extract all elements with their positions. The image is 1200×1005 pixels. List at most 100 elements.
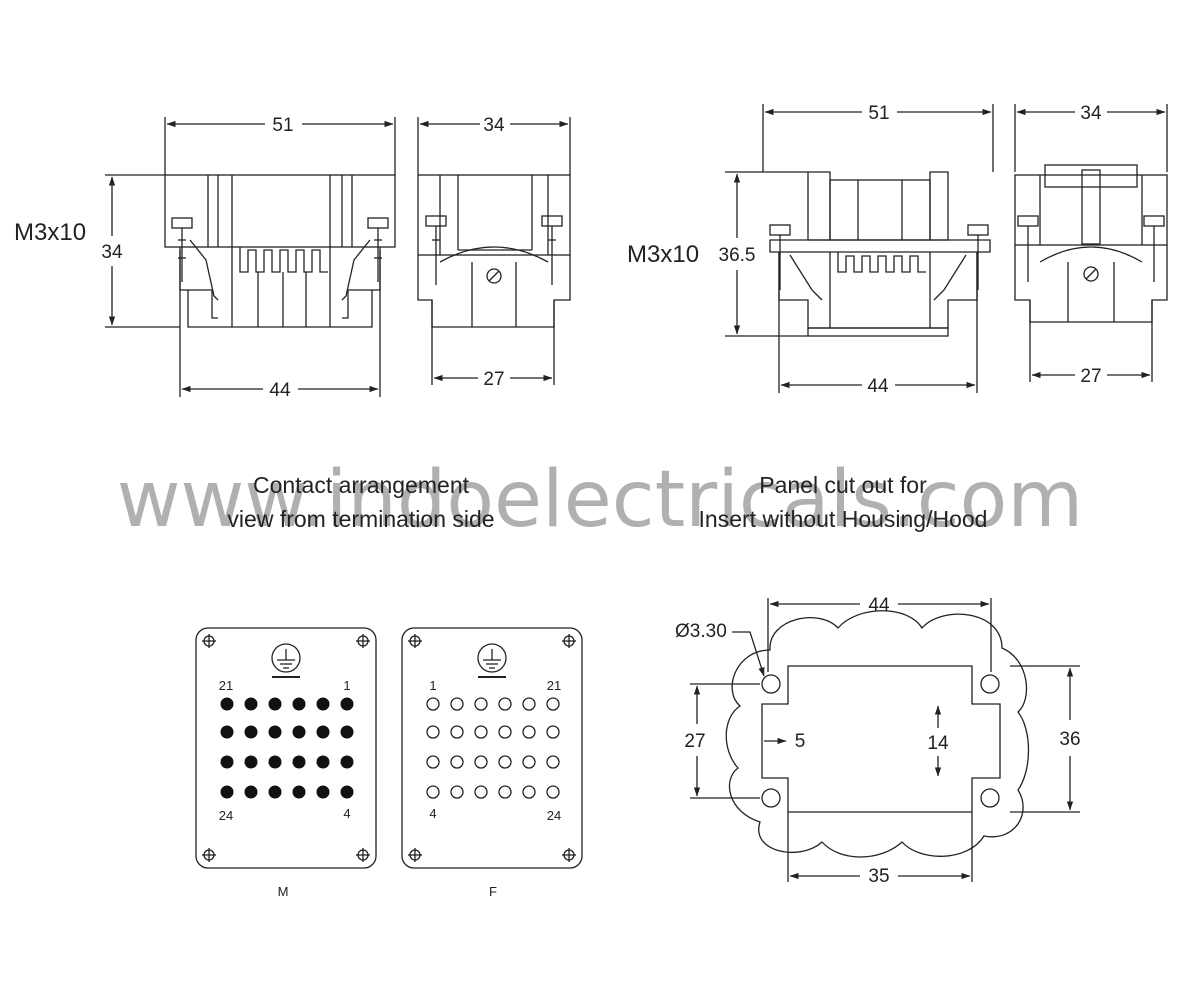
mount-hole [761,788,781,808]
left-front-view [105,117,396,397]
panel-height-27: 27 [684,731,705,752]
contact-pin [292,725,306,739]
contact-pin [316,785,330,799]
left-bottom-width: 44 [269,380,291,401]
contact-pin [340,725,354,739]
male-pin-bottom-left: 24 [219,808,233,823]
left-screw-label: M3x10 [14,219,86,246]
contact-pin [268,755,282,769]
panel-bottom-35: 35 [868,866,889,887]
right-side-bottom-width: 27 [1080,366,1101,387]
contact-pin [220,755,234,769]
contact-pin [498,697,512,711]
contact-pin [522,755,536,769]
contact-pin [474,785,488,799]
mount-hole [980,674,1000,694]
male-pin-grid [220,697,354,799]
right-height: 36.5 [719,245,756,266]
contact-pin [426,785,440,799]
contact-pin [498,755,512,769]
right-side-width: 34 [1080,103,1102,124]
panel-height-36: 36 [1059,729,1080,750]
right-side-view [1014,104,1168,382]
ground-symbol-icon [271,643,301,678]
contact-pin [340,785,354,799]
contact-pin [340,697,354,711]
contact-pin [292,755,306,769]
right-front-view [725,104,994,393]
panel-outline [725,610,1030,858]
contact-pin [268,725,282,739]
contact-pin [474,725,488,739]
contact-pin [426,697,440,711]
contact-pin [546,725,560,739]
panel-caption-line2: Insert without Housing/Hood [699,506,988,532]
panel-cutout [690,598,1080,882]
right-screw-label: M3x10 [627,241,699,268]
contact-pin [220,697,234,711]
female-pin-top-right: 21 [547,678,561,693]
contact-pin [268,697,282,711]
right-bottom-width: 44 [867,376,889,397]
contact-pin [316,755,330,769]
left-side-bottom-width: 27 [483,369,504,390]
hole-spacing: 44 [868,595,890,616]
ground-symbol-icon [477,643,507,678]
contact-pin [220,725,234,739]
contact-pin [268,785,282,799]
contact-pin [244,755,258,769]
contact-pin [292,785,306,799]
male-pin-top-left: 21 [219,678,233,693]
contact-caption-line1: Contact arrangement [253,472,470,498]
contact-pin [316,697,330,711]
mount-hole [980,788,1000,808]
watermark: www.indoelectricals.com [117,455,1084,545]
contact-pin [474,697,488,711]
contact-pin [546,785,560,799]
mount-hole [761,674,781,694]
panel-step-5: 5 [795,731,806,752]
right-top-width: 51 [868,103,889,124]
contact-pin [450,725,464,739]
contact-pin [244,725,258,739]
contact-pin [220,785,234,799]
female-pin-top-left: 1 [429,678,436,693]
female-face-label: F [489,884,497,899]
contact-pin [522,785,536,799]
female-pin-grid [426,697,560,799]
male-face-label: M [278,884,289,899]
panel-caption-line1: Panel cut out for [759,472,927,498]
mount-screw-icon [202,634,370,862]
left-height: 34 [101,242,123,263]
panel-height-14: 14 [927,733,949,754]
contact-pin [522,725,536,739]
female-pin-bottom-right: 24 [547,808,561,823]
left-top-width: 51 [272,115,293,136]
contact-caption-line2: view from termination side [227,506,494,532]
hole-diameter: Ø3.30 [675,621,727,642]
female-pin-bottom-left: 4 [429,806,436,821]
contact-pin [474,755,488,769]
male-pin-top-right: 1 [343,678,350,693]
contact-pin [244,785,258,799]
contact-pin [450,697,464,711]
contact-pin [546,697,560,711]
contact-pin [244,697,258,711]
contact-pin [316,725,330,739]
contact-pin [498,725,512,739]
left-side-width: 34 [483,115,505,136]
contact-pin [450,755,464,769]
contact-pin [546,755,560,769]
female-contact-face [401,627,583,869]
contact-pin [522,697,536,711]
contact-pin [498,785,512,799]
male-pin-bottom-right: 4 [343,806,350,821]
male-contact-face [195,627,377,869]
contact-pin [450,785,464,799]
contact-pin [426,755,440,769]
contact-pin [426,725,440,739]
contact-pin [340,755,354,769]
left-side-view [417,117,571,385]
